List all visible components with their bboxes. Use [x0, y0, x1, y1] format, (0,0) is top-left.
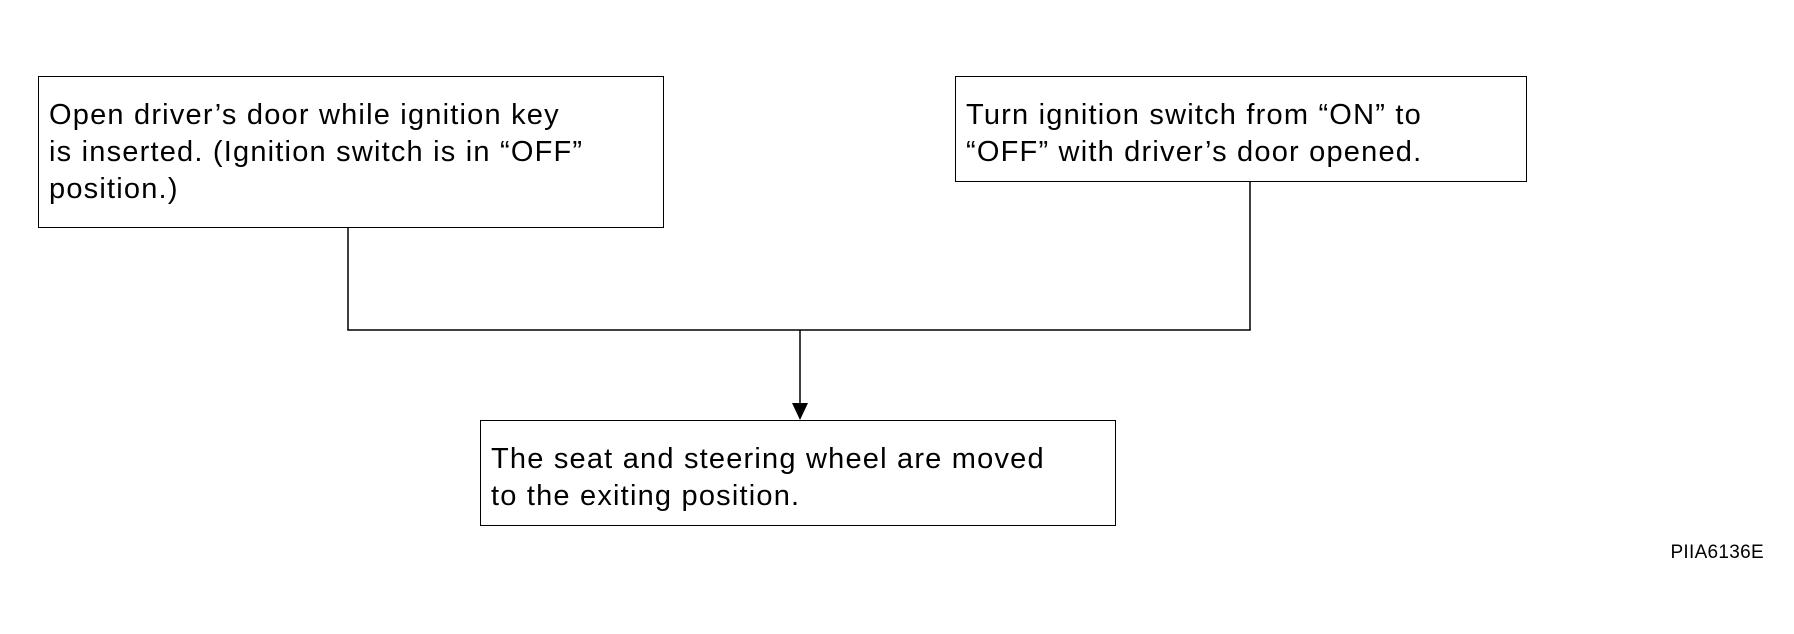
arrowhead-down	[792, 403, 808, 420]
box-text-line: Turn ignition switch from “ON” to	[966, 99, 1422, 131]
box-text-line: is inserted. (Ignition switch is in “OFF…	[49, 136, 584, 168]
box-text-line: “OFF” with driver’s door opened.	[966, 136, 1423, 168]
condition-box-open-door: Open driver’s door while ignition key is…	[38, 76, 664, 228]
result-box-exiting-position: The seat and steering wheel are moved to…	[480, 420, 1116, 526]
box-text-line: Open driver’s door while ignition key	[49, 99, 560, 131]
condition-box-ignition-off: Turn ignition switch from “ON” to “OFF” …	[955, 76, 1527, 182]
figure-code: PIIA6136E	[1670, 542, 1764, 563]
box-text-line: position.)	[49, 173, 179, 205]
box-text-line: The seat and steering wheel are moved	[491, 443, 1045, 475]
box-text-line: to the exiting position.	[491, 480, 801, 512]
